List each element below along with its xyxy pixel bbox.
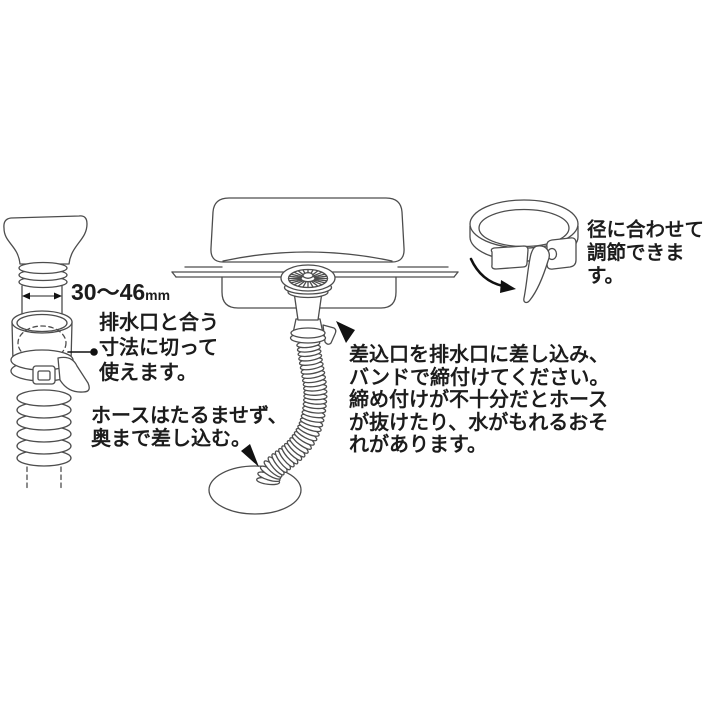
screw-housing <box>546 237 577 270</box>
cut-to-size-note: 排水口と合う 寸法に切って 使えます。 <box>99 312 219 384</box>
lower-corrugation <box>16 389 72 467</box>
adjust-arrow <box>469 257 516 293</box>
pointer-arrow-socket <box>336 321 355 343</box>
cut-hose-illustration <box>3 215 98 489</box>
upper-corrugation <box>18 261 68 289</box>
wing-lever <box>523 245 550 304</box>
insert-fully-note: ホースはたるませず、 奥まで差し込む。 <box>91 405 288 450</box>
wing-lever <box>57 356 90 393</box>
corrugated-hose <box>256 339 328 486</box>
hose-socket <box>11 310 73 363</box>
dimension-label: 30〜46mm <box>71 281 170 307</box>
insertion-instructions: 差込口を排水口に差し込み、 バンドで締付けてください。 締め付けが不十分だとホー… <box>349 344 610 456</box>
clamp-band <box>10 349 90 393</box>
dimension-arrow <box>22 292 62 300</box>
band-buckle <box>32 365 56 385</box>
dimension-unit: mm <box>145 287 171 303</box>
band-overlap-tab <box>490 245 529 270</box>
drain-socket <box>289 318 337 345</box>
strainer-knob <box>302 272 314 279</box>
sink-drain-hose-illustration <box>171 197 459 515</box>
strainer-basket <box>280 264 336 321</box>
pointer-arrow-drain <box>241 444 259 467</box>
hose-band <box>469 199 579 304</box>
wing-lever <box>322 324 337 345</box>
floor-drain <box>208 465 302 515</box>
dimension-value: 30〜46 <box>71 279 146 305</box>
leader-dot <box>67 348 98 356</box>
hose-end-piece <box>3 215 88 265</box>
hose-band-illustration <box>469 199 579 304</box>
band-adjust-note: 径に合わせて 調節できます。 <box>587 219 705 287</box>
